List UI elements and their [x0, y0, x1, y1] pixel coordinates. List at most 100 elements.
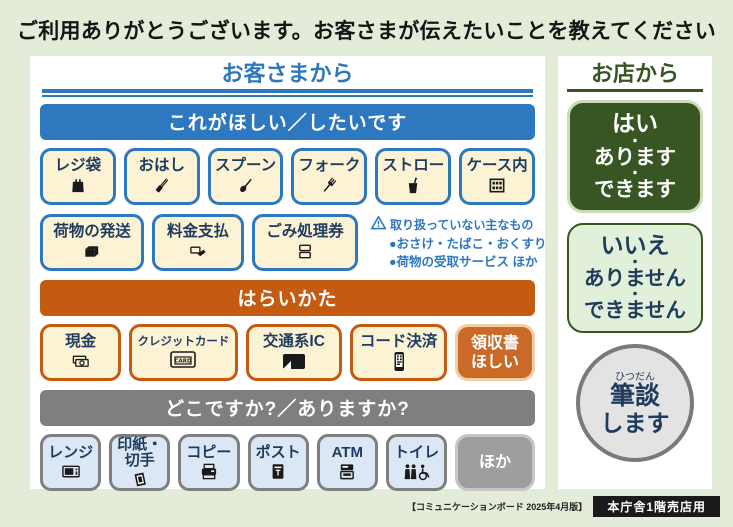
separator-dot: ・	[628, 132, 642, 149]
fork-button[interactable]: フォーク	[291, 148, 368, 206]
written-conversation-button[interactable]: ひつだん 筆談 します	[576, 343, 694, 462]
button-label: 現金	[65, 333, 97, 351]
spoon-button[interactable]: スプーン	[207, 148, 284, 206]
spoon-icon	[236, 176, 256, 196]
separator-dot: ・	[628, 286, 642, 303]
page-title: ご利用ありがとうございます。お客さまが伝えたいことを教えてください	[16, 20, 717, 43]
ic-card-button[interactable]: 交通系IC	[245, 324, 343, 382]
cash-button[interactable]: 現金	[40, 324, 122, 382]
special-button-label: 領収書	[471, 334, 520, 352]
shopping-bag-button[interactable]: レジ袋	[40, 148, 116, 206]
button-label: ストロー	[382, 157, 445, 175]
button-row-want-1: 荷物の発送 料金支払 ごみ処理券 取り扱っていない主なもの ●おさけ・たばこ・おくすり ●…	[40, 214, 547, 272]
straw-cup-icon	[403, 176, 423, 196]
bill-payment-button[interactable]: 料金支払	[152, 214, 244, 272]
package-icon	[82, 242, 102, 262]
furigana-label: ひつだん	[615, 371, 655, 383]
shopping-bag-icon	[68, 176, 88, 196]
code-payment-icon	[389, 352, 409, 372]
special-button-label: ほしい	[471, 353, 520, 371]
section-banner-want: これがほしい／したいです	[40, 104, 535, 141]
fork-icon	[319, 176, 339, 196]
warning-icon	[370, 215, 387, 236]
chopsticks-icon	[152, 176, 172, 196]
button-label: フォーク	[298, 157, 361, 175]
button-label: コード決済	[359, 333, 438, 351]
toilet-button[interactable]: トイレ	[385, 434, 448, 492]
button-label: トイレ	[393, 443, 439, 461]
answer-line: ありません	[584, 266, 686, 290]
location-badge: 本庁舎1階売店用	[593, 496, 720, 517]
button-label: レジ袋	[54, 157, 102, 175]
atm-button[interactable]: ATM	[316, 434, 378, 492]
special-button-label: ほか	[479, 454, 512, 472]
cash-icon	[70, 352, 92, 372]
straw-cup-button[interactable]: ストロー	[375, 148, 452, 206]
bill-payment-icon	[188, 242, 208, 262]
atm-icon	[337, 461, 357, 481]
no-button[interactable]: いいえ・ありません・できません	[567, 222, 703, 333]
notice-item-0: ●おさけ・たばこ・おくすり	[389, 237, 547, 252]
notice-item-1: ●荷物の受取サービス ほか	[389, 254, 538, 269]
copier-icon	[199, 461, 219, 481]
button-label: ケース内	[466, 157, 528, 175]
postbox-button[interactable]: ポスト	[247, 434, 309, 492]
credit-card-icon: CARD	[170, 349, 197, 369]
button-label: レンジ	[48, 443, 94, 461]
display-case-icon	[487, 176, 507, 196]
separator-dot: ・	[628, 254, 642, 271]
answer-line: はい	[612, 110, 658, 137]
other-button[interactable]: ほか	[455, 434, 536, 492]
button-label: ATM	[331, 443, 363, 461]
shop-title-underline	[567, 89, 703, 93]
button-label: 料金支払	[166, 223, 229, 241]
svg-text:CARD: CARD	[175, 359, 193, 365]
button-label: スプーン	[214, 157, 277, 175]
button-label: おはし	[138, 157, 185, 175]
answer-line: できません	[584, 299, 686, 323]
microwave-button[interactable]: レンジ	[40, 434, 102, 492]
button-label: 荷物の発送	[53, 223, 131, 241]
microwave-icon	[60, 461, 82, 481]
customer-title-underline	[42, 89, 533, 98]
notice-title: 取り扱っていない主なもの	[370, 215, 535, 236]
notice-title-text: 取り扱っていない主なもの	[390, 218, 534, 233]
not-handled-notice: 取り扱っていない主なもの ●おさけ・たばこ・おくすり ●荷物の受取サービス ほか	[366, 214, 547, 271]
button-row-want-0: レジ袋 おはし スプーン フォーク ストロー ケース内	[40, 148, 535, 206]
package-button[interactable]: 荷物の発送	[40, 214, 144, 272]
button-label: クレジットカード	[137, 336, 230, 349]
customer-panel: お客さまから これがほしい／したいですレジ袋 おはし スプーン フォーク ストロー ケース…	[30, 56, 547, 492]
button-label: 印紙・切手	[117, 436, 163, 469]
shop-panel-title: お店から	[590, 61, 679, 86]
copier-button[interactable]: コピー	[178, 434, 240, 492]
customer-panel-title: お客さまから	[221, 61, 354, 86]
main-area: お客さまから これがほしい／したいですレジ袋 おはし スプーン フォーク ストロー ケース…	[30, 56, 712, 492]
code-payment-button[interactable]: コード決済	[350, 324, 448, 382]
credit-card-button[interactable]: クレジットカード CARD	[129, 324, 238, 382]
button-row-where-0: レンジ 印紙・切手 コピー ポスト ATM トイレほか	[40, 434, 536, 492]
section-banner-where: どこですか?／ありますか?	[40, 390, 535, 427]
answer-line: いいえ	[600, 231, 670, 258]
answer-line: あります	[594, 145, 676, 169]
tickets-icon	[295, 242, 315, 262]
separator-dot: ・	[628, 165, 642, 182]
chopsticks-button[interactable]: おはし	[123, 148, 200, 206]
receipt-request-button[interactable]: 領収書ほしい	[455, 324, 536, 382]
customer-sections: これがほしい／したいですレジ袋 おはし スプーン フォーク ストロー ケース内荷物の発送 料…	[40, 104, 547, 492]
postbox-icon	[269, 461, 287, 481]
button-label: コピー	[186, 443, 232, 461]
tickets-button[interactable]: ごみ処理券	[252, 214, 358, 272]
answer-line: できます	[594, 177, 676, 201]
section-banner-payment: はらいかた	[40, 280, 535, 317]
footer: 【コミュニケーションボード 2025年4月版】 本庁舎1階売店用	[0, 496, 720, 517]
toilet-icon	[402, 461, 430, 481]
yes-button[interactable]: はい・あります・できます	[567, 100, 703, 213]
stamp-button[interactable]: 印紙・切手	[109, 434, 171, 492]
shop-panel: お店から はい・あります・できます いいえ・ありません・できません ひつだん 筆…	[558, 56, 712, 489]
button-label: ポスト	[255, 443, 301, 461]
display-case-button[interactable]: ケース内	[459, 148, 535, 206]
writing-label-line1: 筆談	[609, 381, 660, 410]
button-label: 交通系IC	[262, 333, 325, 351]
stamp-icon	[130, 470, 150, 489]
